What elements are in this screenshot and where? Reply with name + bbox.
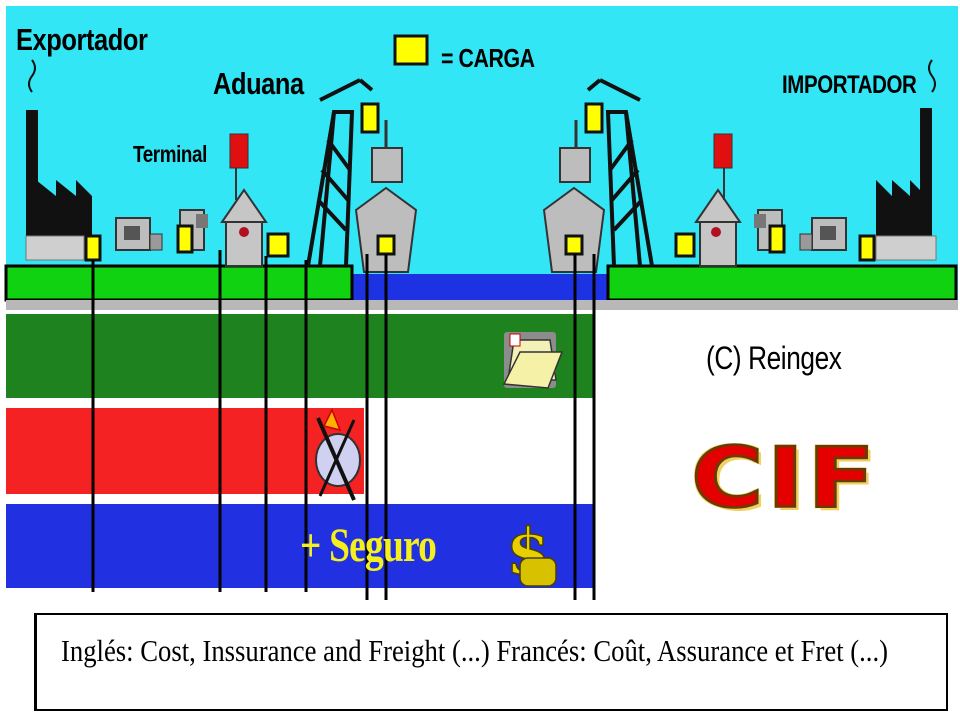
crane-icon	[586, 78, 654, 267]
cargo-legend-box	[393, 34, 429, 66]
folder-icon	[502, 332, 564, 389]
cargo-legend-label: = CARGA	[441, 43, 535, 73]
footer-box	[34, 613, 948, 711]
customs-label: Aduana	[213, 66, 304, 101]
sky-panel	[6, 6, 958, 308]
cargo-boxes	[84, 34, 876, 262]
dollar-bag-icon: $	[505, 514, 557, 591]
flag-icon	[713, 133, 733, 169]
customs-house-icon	[220, 160, 268, 267]
terminal-label: Terminal	[133, 141, 207, 167]
band-red	[6, 408, 364, 494]
ship-icon	[542, 120, 606, 273]
customs-house-icon	[694, 160, 742, 267]
ship-icon	[354, 120, 418, 273]
alarm-clock-icon	[315, 408, 361, 501]
exporter-factory-icon	[25, 59, 92, 261]
footer-definition: Inglés: Cost, Inssurance and Freight (..…	[61, 633, 889, 668]
importer-factory-icon	[875, 59, 937, 261]
flag-icon	[229, 133, 249, 169]
boundary-lines	[91, 250, 596, 600]
importer-label: IMPORTADOR	[782, 71, 917, 99]
truck-icon	[115, 217, 163, 251]
crane-icon	[306, 78, 374, 267]
band-blue	[6, 504, 594, 588]
incoterm-title: CIF	[690, 429, 879, 528]
copyright-label: (C) Reingex	[706, 340, 842, 376]
quay-line	[6, 300, 958, 310]
truck-icon	[799, 217, 847, 251]
water	[350, 274, 610, 302]
band-green	[6, 314, 594, 398]
land-left	[4, 264, 354, 302]
exporter-label: Exportador	[16, 22, 148, 57]
land-right	[606, 264, 958, 302]
insurance-label: + Seguro	[300, 519, 437, 572]
